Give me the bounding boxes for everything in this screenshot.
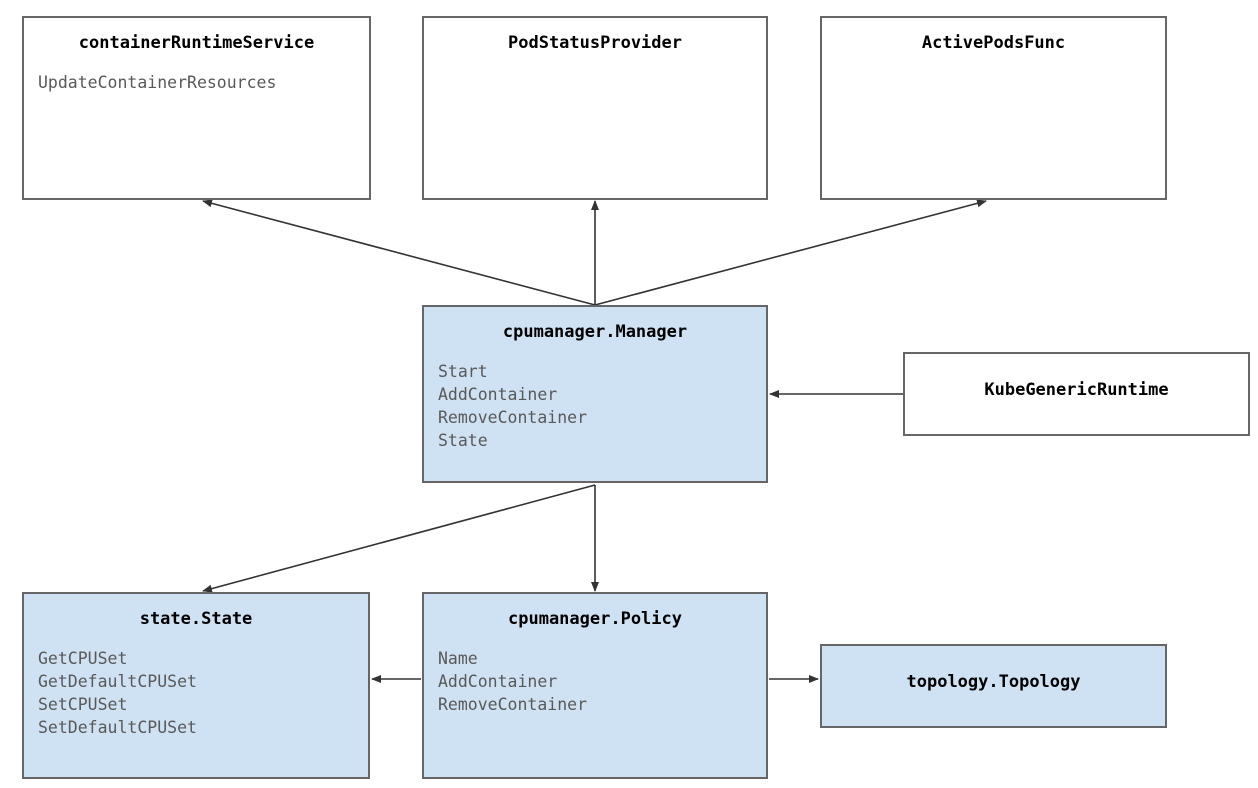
node-method-list: UpdateContainerResources — [38, 71, 369, 94]
node-method: RemoveContainer — [438, 695, 588, 714]
node-topology.Topology[interactable]: topology.Topology — [820, 644, 1167, 728]
node-title: ActivePodsFunc — [921, 33, 1066, 53]
node-method: UpdateContainerResources — [38, 73, 277, 92]
node-title: PodStatusProvider — [508, 33, 682, 53]
node-method: State — [438, 431, 488, 450]
node-method: Start — [438, 362, 488, 381]
node-title: KubeGenericRuntime — [984, 380, 1169, 400]
edge-manager-to-state — [202, 484, 596, 593]
node-method: SetCPUSet — [38, 695, 128, 714]
node-method: GetDefaultCPUSet — [38, 672, 197, 691]
node-method: Name — [438, 649, 478, 668]
node-KubeGenericRuntime[interactable]: KubeGenericRuntime — [903, 352, 1250, 436]
node-method: GetCPUSet — [38, 649, 128, 668]
node-title: cpumanager.Policy — [508, 609, 682, 629]
node-PodStatusProvider[interactable]: PodStatusProvider — [422, 16, 768, 200]
node-title: containerRuntimeService — [78, 33, 315, 53]
node-title: topology.Topology — [906, 672, 1081, 692]
node-method: AddContainer — [438, 672, 558, 691]
edge-manager-to-activepodsfunc — [594, 199, 987, 306]
node-method: RemoveContainer — [438, 408, 588, 427]
node-method: SetDefaultCPUSet — [38, 718, 197, 737]
node-title: state.State — [139, 609, 253, 629]
edge-manager-to-containerRuntimeService — [202, 199, 596, 306]
node-method: AddContainer — [438, 385, 558, 404]
node-title: cpumanager.Manager — [502, 322, 688, 342]
node-ActivePodsFunc[interactable]: ActivePodsFunc — [820, 16, 1167, 200]
